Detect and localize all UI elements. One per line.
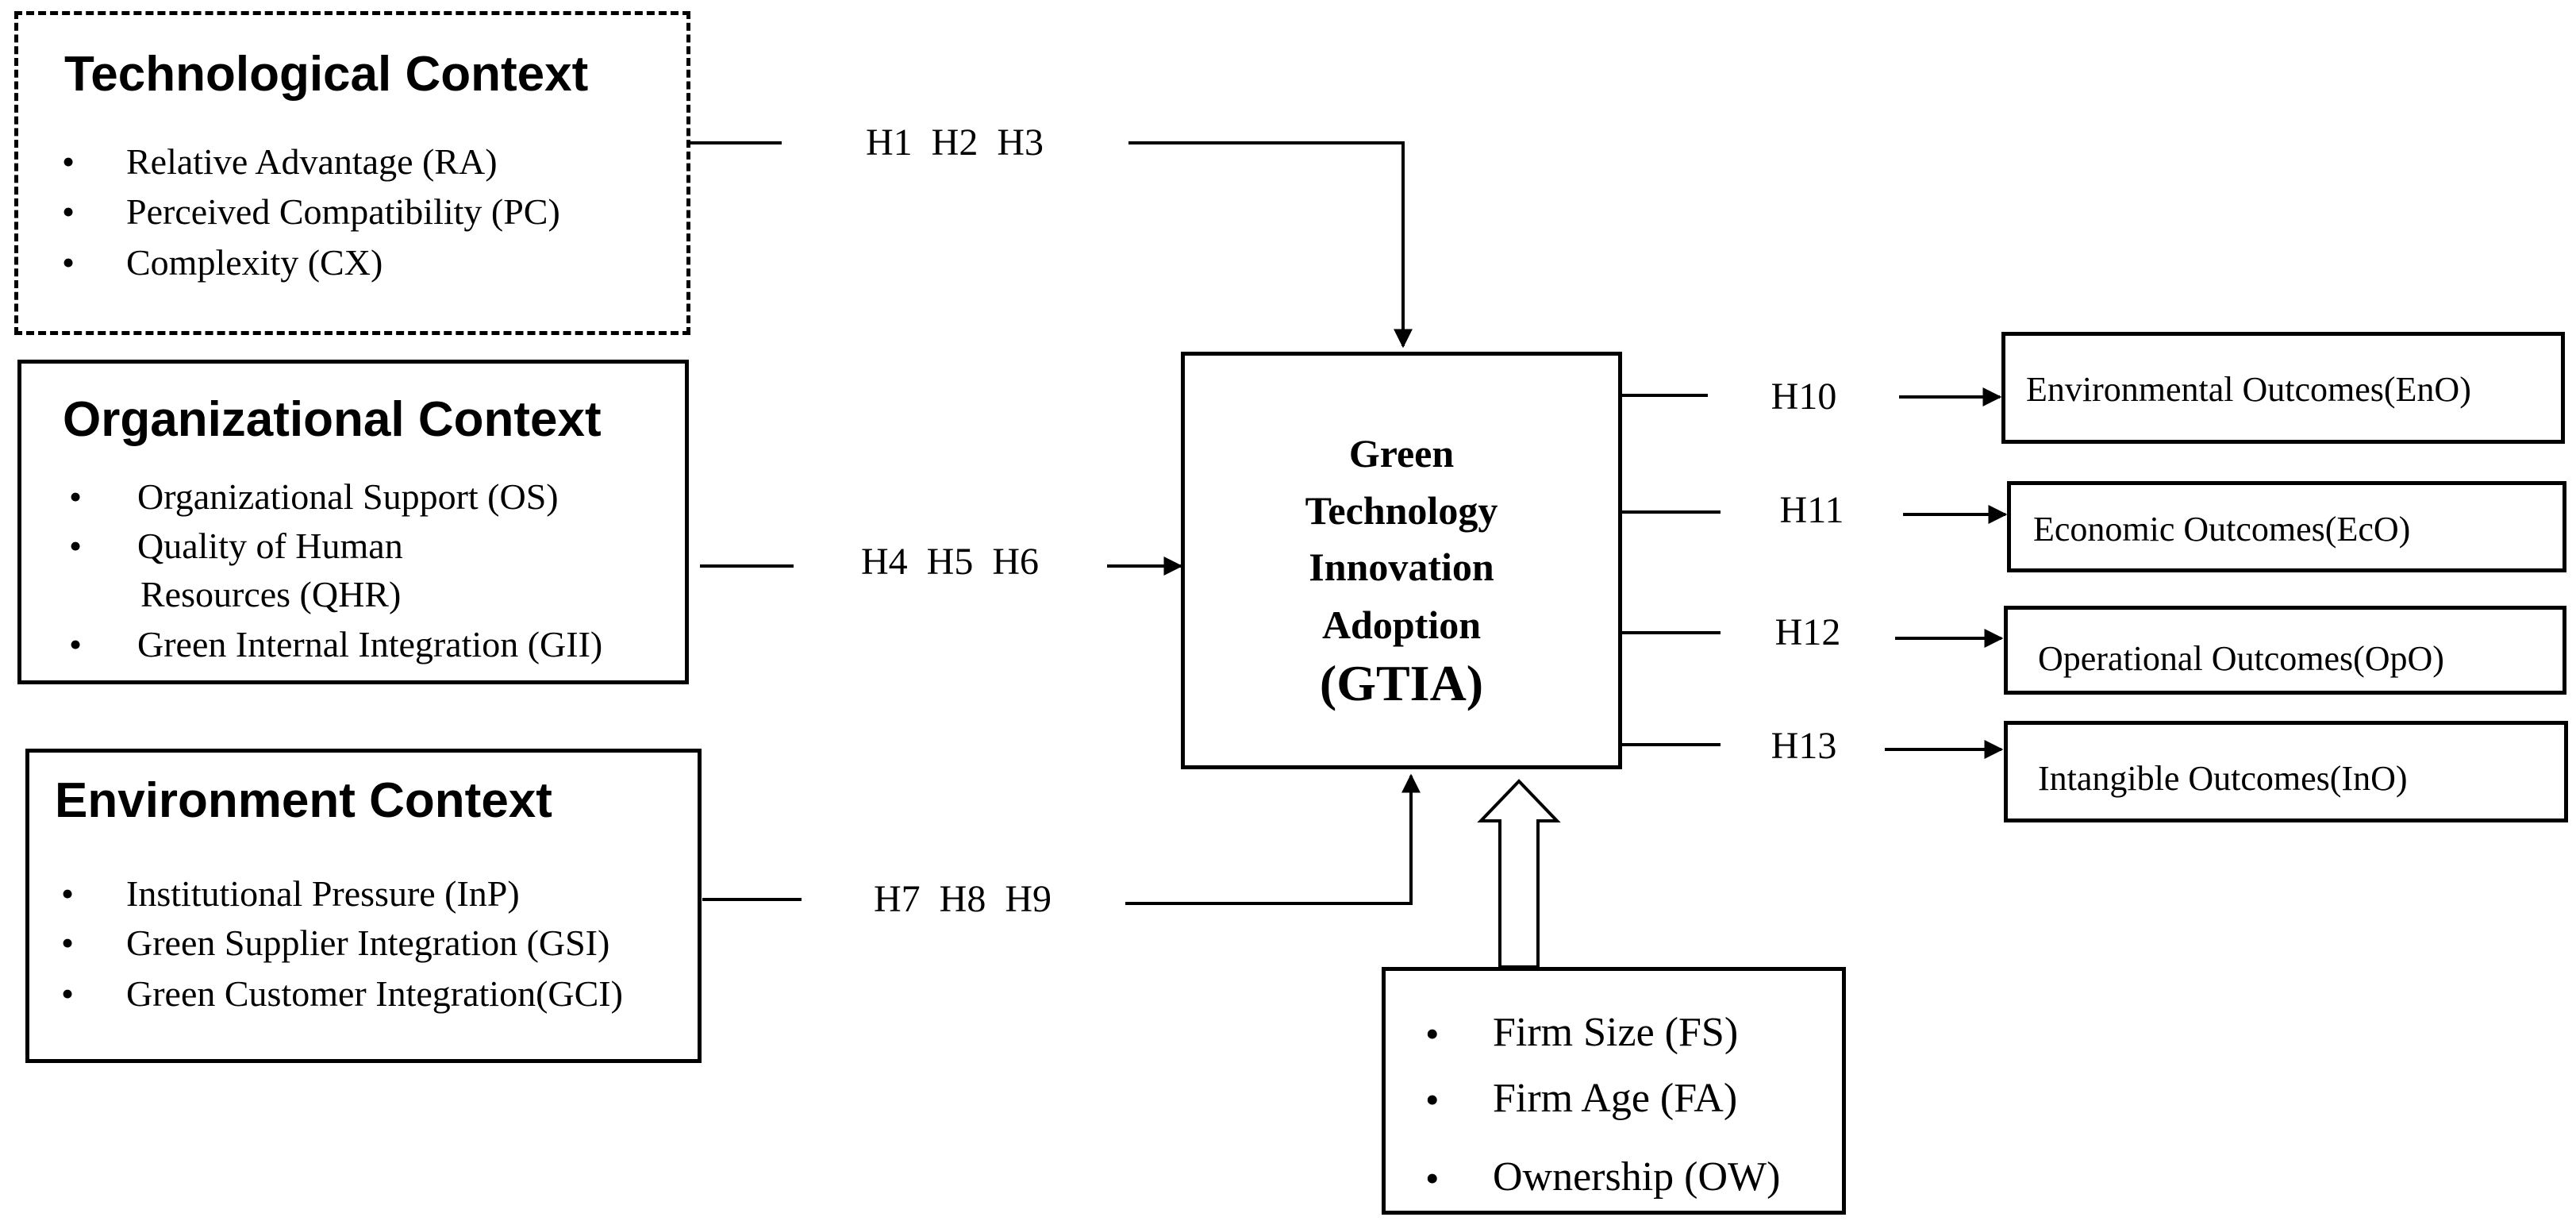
bullet-icon: • <box>61 922 75 963</box>
environmental-outcomes-box: Environmental Outcomes(EnO) <box>2001 332 2565 444</box>
bullet-icon: • <box>1425 1011 1440 1056</box>
tech-arrow-line <box>1128 141 1413 349</box>
green-internal-integration-item: Green Internal Integration (GII) <box>137 624 603 664</box>
hypothesis-h10-label: H10 <box>1771 376 1837 418</box>
green-customer-integration-item: Green Customer Integration(GCI) <box>126 973 623 1014</box>
gtia-title-line-4: Adoption <box>1321 603 1482 647</box>
firm-age-item: Firm Age (FA) <box>1493 1076 1738 1121</box>
bullet-icon: • <box>62 242 75 283</box>
relative-advantage-item: Relative Advantage (RA) <box>126 141 498 182</box>
institutional-pressure-item: Institutional Pressure (InP) <box>126 873 520 914</box>
complexity-item: Complexity (CX) <box>126 242 383 283</box>
hypothesis-h11-label: H11 <box>1779 489 1844 531</box>
hypothesis-h13-label: H13 <box>1771 725 1837 767</box>
bullet-icon: • <box>62 191 75 232</box>
bullet-icon: • <box>61 973 75 1014</box>
gtia-title-line-1: Green <box>1348 431 1455 476</box>
bullet-icon: • <box>69 624 83 664</box>
perceived-compatibility-item: Perceived Compatibility (PC) <box>126 191 560 232</box>
technological-context-box: Technological Context • Relative Advanta… <box>14 11 690 335</box>
operational-outcomes-box: Operational Outcomes(OpO) <box>2004 606 2566 695</box>
intangible-outcomes-label: Intangible Outcomes(InO) <box>2038 759 2408 798</box>
organizational-support-item: Organizational Support (OS) <box>137 476 559 517</box>
environment-context-title: Environment Context <box>55 773 552 828</box>
bullet-icon: • <box>69 476 83 517</box>
ownership-item: Ownership (OW) <box>1493 1154 1781 1200</box>
technological-context-title: Technological Context <box>64 47 589 102</box>
bullet-icon: • <box>69 526 83 566</box>
bullet-icon: • <box>1425 1077 1440 1122</box>
control-variables-box: • Firm Size (FS) • Firm Age (FA) • Owner… <box>1382 967 1846 1215</box>
quality-human-item-cont: Resources (QHR) <box>140 574 402 614</box>
gtia-title-line-3: Innovation <box>1309 545 1494 589</box>
environment-context-box: Environment Context • Institutional Pres… <box>25 749 702 1063</box>
bullet-icon: • <box>62 141 75 182</box>
gtia-abbreviation: (GTIA) <box>1319 655 1484 711</box>
hypothesis-h12-label: H12 <box>1774 611 1841 653</box>
green-supplier-integration-item: Green Supplier Integration (GSI) <box>126 922 610 963</box>
intangible-outcomes-box: Intangible Outcomes(InO) <box>2004 721 2568 822</box>
organizational-context-box: Organizational Context • Organizational … <box>17 360 689 684</box>
bullet-icon: • <box>61 873 75 914</box>
environmental-outcomes-label: Environmental Outcomes(EnO) <box>2026 370 2471 409</box>
economic-outcomes-label: Economic Outcomes(EcO) <box>2033 510 2411 549</box>
firm-size-item: Firm Size (FS) <box>1493 1010 1739 1055</box>
quality-human-item: Quality of Human <box>137 526 403 566</box>
gtia-title-line-2: Technology <box>1305 488 1498 533</box>
bullet-icon: • <box>1425 1156 1440 1200</box>
operational-outcomes-label: Operational Outcomes(OpO) <box>2038 639 2444 678</box>
env-arrow-line <box>1125 773 1421 905</box>
hypothesis-h1-h3-label: H1 H2 H3 <box>866 121 1044 164</box>
organizational-context-title: Organizational Context <box>63 392 602 447</box>
hypothesis-h7-h9-label: H7 H8 H9 <box>874 878 1052 920</box>
hypothesis-h4-h6-label: H4 H5 H6 <box>861 541 1039 583</box>
controls-block-arrow <box>1477 779 1561 969</box>
gtia-construct-box: Green Technology Innovation Adoption (GT… <box>1181 352 1622 769</box>
economic-outcomes-box: Economic Outcomes(EcO) <box>2007 481 2566 572</box>
